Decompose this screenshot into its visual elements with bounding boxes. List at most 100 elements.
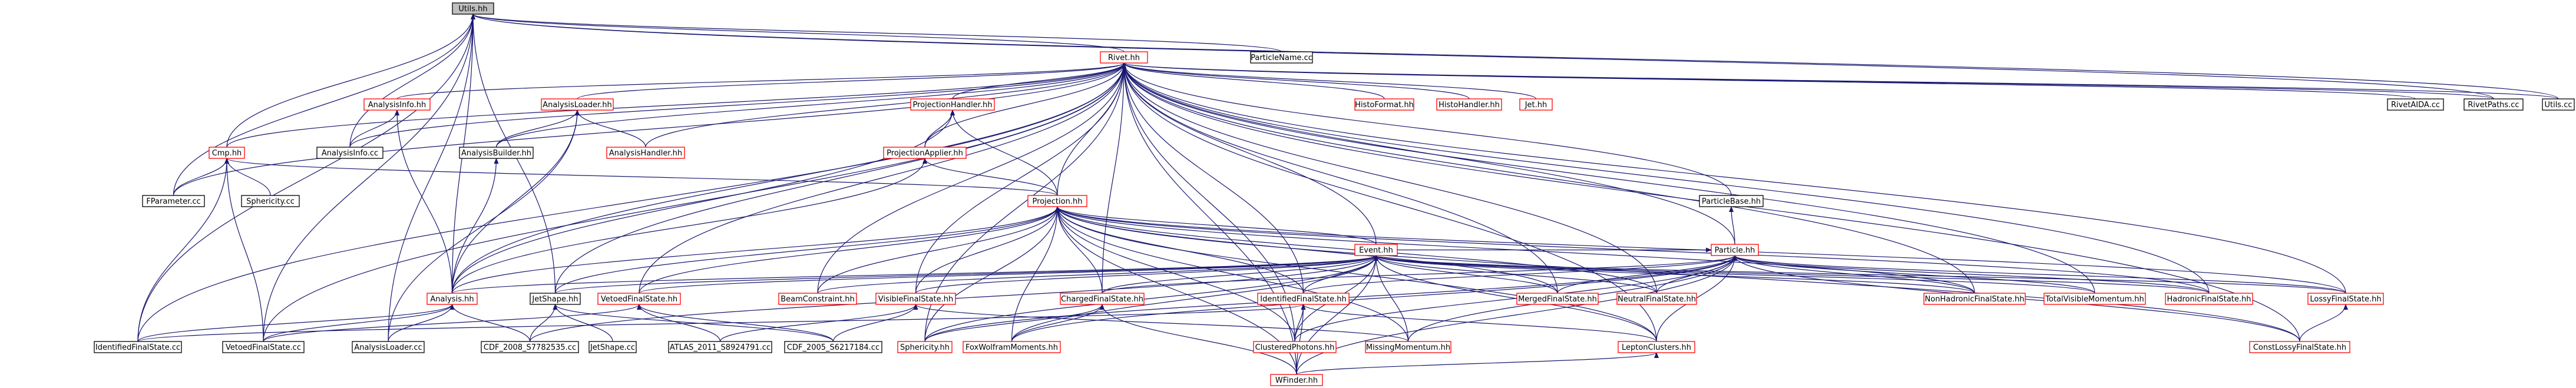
- node-cdf-2008-s7782535-cc[interactable]: CDF_2008_S7782535.cc: [481, 341, 579, 353]
- node-wfinder-hh[interactable]: WFinder.hh: [1270, 374, 1323, 386]
- node-label: ProjectionApplier.hh: [887, 149, 963, 158]
- node-histoformat-hh[interactable]: HistoFormat.hh: [1354, 98, 1414, 111]
- node-analysisinfo-cc[interactable]: AnalysisInfo.cc: [316, 147, 383, 159]
- node-sphericity-hh[interactable]: Sphericity.hh: [897, 341, 953, 353]
- node-box: [241, 195, 300, 207]
- node-box: [668, 341, 772, 353]
- node-beamconstraint-hh[interactable]: BeamConstraint.hh: [778, 293, 857, 305]
- node-particlename-cc[interactable]: ParticleName.cc: [1250, 51, 1313, 64]
- node-box: [778, 293, 857, 305]
- include-edge-analysis_hh-to-projectionapplier_hh: [451, 158, 927, 294]
- node-box: [2165, 293, 2253, 305]
- node-analysisloader-hh[interactable]: AnalysisLoader.hh: [541, 98, 614, 111]
- node-analysisloader-cc[interactable]: AnalysisLoader.cc: [352, 341, 425, 353]
- node-rivetaida-cc[interactable]: RivetAIDA.cc: [2387, 98, 2444, 111]
- node-jetshape-hh[interactable]: JetShape.hh: [530, 293, 581, 305]
- node-identifiedfinalstate-cc[interactable]: IdentifiedFinalState.cc: [94, 341, 182, 353]
- node-label: TotalVisibleMomentum.hh: [2045, 295, 2144, 304]
- include-edge-utils_cc-to-rivet_hh: [1122, 62, 2559, 100]
- node-jetshape-cc[interactable]: JetShape.cc: [588, 341, 637, 353]
- node-projection-hh[interactable]: Projection.hh: [1027, 195, 1087, 207]
- node-atlas-2011-s8924791-cc[interactable]: ATLAS_2011_S8924791.cc: [668, 341, 772, 353]
- node-box: [963, 341, 1061, 353]
- node-box: [452, 2, 494, 15]
- node-leptonclusters-hh[interactable]: LeptonClusters.hh: [1618, 341, 1695, 353]
- node-label: Cmp.hh: [212, 149, 242, 158]
- node-hadronicfinalstate-hh[interactable]: HadronicFinalState.hh: [2165, 293, 2253, 305]
- node-label: Sphericity.cc: [246, 197, 295, 206]
- include-edge-foxwolframmoments_hh-to-event_hh: [1011, 255, 1378, 342]
- node-analysishandler-hh[interactable]: AnalysisHandler.hh: [606, 147, 685, 159]
- node-chargedfinalstate-hh[interactable]: ChargedFinalState.hh: [1060, 293, 1145, 305]
- node-particlebase-hh[interactable]: ParticleBase.hh: [1699, 195, 1764, 207]
- node-analysisbuilder-hh[interactable]: AnalysisBuilder.hh: [459, 147, 534, 159]
- node-identifiedfinalstate-hh[interactable]: IdentifiedFinalState.hh: [1257, 293, 1350, 305]
- include-edge-nonhadronicfinalstate_hh-to-particle_hh: [1732, 255, 1975, 294]
- node-sphericity-cc[interactable]: Sphericity.cc: [241, 195, 300, 207]
- node-missingmomentum-hh[interactable]: MissingMomentum.hh: [1365, 341, 1451, 353]
- node-fparameter-cc[interactable]: FParameter.cc: [142, 195, 205, 207]
- node-projectionapplier-hh[interactable]: ProjectionApplier.hh: [883, 147, 967, 159]
- node-box: [2043, 293, 2146, 305]
- node-neutralfinalstate-hh[interactable]: NeutralFinalState.hh: [1616, 293, 1697, 305]
- include-edge-beamconstraint_hh-to-rivet_hh: [817, 62, 1126, 294]
- node-label: NeutralFinalState.hh: [1618, 295, 1696, 304]
- include-edge-analysisbuilder_hh-to-analysisloader_hh: [495, 110, 580, 148]
- node-constlossyfinalstate-hh[interactable]: ConstLossyFinalState.hh: [2249, 341, 2350, 353]
- node-vetoedfinalstate-cc[interactable]: VetoedFinalState.cc: [222, 341, 305, 353]
- node-projectionhandler-hh[interactable]: ProjectionHandler.hh: [910, 98, 995, 111]
- node-box: [1060, 293, 1145, 305]
- include-edge-lossyfinalstate_hh-to-event_hh: [1374, 255, 2346, 294]
- node-label: VetoedFinalState.hh: [601, 295, 677, 304]
- node-box: [352, 341, 425, 353]
- node-box: [2387, 98, 2444, 111]
- node-rivet-hh[interactable]: Rivet.hh: [1100, 51, 1148, 64]
- include-edge-analysis_hh-to-projectionhandler_hh: [451, 110, 955, 294]
- node-utils-cc[interactable]: Utils.cc: [2542, 98, 2575, 111]
- node-event-hh[interactable]: Event.hh: [1354, 244, 1398, 256]
- include-edge-cdf_2008_s7782535_cc-to-jetshape_hh: [529, 304, 558, 342]
- node-box: [1100, 51, 1148, 64]
- include-edge-projectionhandler_hh-to-rivet_hh: [952, 62, 1126, 100]
- include-edge-missingmomentum_hh-to-visiblefinalstate_hh: [913, 304, 1409, 342]
- node-histohandler-hh[interactable]: HistoHandler.hh: [1436, 98, 1502, 111]
- include-edge-chargedfinalstate_hh-to-rivet_hh: [1102, 62, 1126, 294]
- include-edge-vetoedfinalstate_hh-to-event_hh: [639, 255, 1378, 294]
- node-rivetpaths-cc[interactable]: RivetPaths.cc: [2463, 98, 2524, 111]
- node-mergedfinalstate-hh[interactable]: MergedFinalState.hh: [1516, 293, 1599, 305]
- node-visiblefinalstate-hh[interactable]: VisibleFinalState.hh: [875, 293, 956, 305]
- node-box: [606, 147, 685, 159]
- node-box: [209, 147, 245, 159]
- include-edge-histohandler_hh-to-rivet_hh: [1122, 62, 1470, 100]
- node-clusteredphotons-hh[interactable]: ClusteredPhotons.hh: [1253, 341, 1337, 353]
- include-edge-analysisloader_cc-to-utils_hh: [388, 14, 475, 342]
- node-box: [1365, 341, 1451, 353]
- node-foxwolframmoments-hh[interactable]: FoxWolframMoments.hh: [963, 341, 1061, 353]
- include-edge-identifiedfinalstate_cc-to-analysis_hh: [137, 304, 455, 342]
- node-label: FoxWolframMoments.hh: [965, 343, 1058, 352]
- include-edge-utils_cc-to-utils_hh: [471, 14, 2559, 100]
- node-box: [2542, 98, 2575, 111]
- node-cdf-2005-s6217184-cc[interactable]: CDF_2005_S6217184.cc: [784, 341, 882, 353]
- node-box: [1354, 98, 1414, 111]
- node-lossyfinalstate-hh[interactable]: LossyFinalState.hh: [2307, 293, 2384, 305]
- edge-layer: [137, 14, 2559, 375]
- node-jet-hh[interactable]: Jet.hh: [1519, 98, 1553, 111]
- node-analysis-hh[interactable]: Analysis.hh: [426, 293, 478, 305]
- node-label: ChargedFinalState.hh: [1061, 295, 1143, 304]
- node-analysisinfo-hh[interactable]: AnalysisInfo.hh: [363, 98, 431, 111]
- node-label: Particle.hh: [1715, 246, 1755, 255]
- node-particle-hh[interactable]: Particle.hh: [1711, 244, 1759, 256]
- node-label: Event.hh: [1359, 246, 1393, 255]
- node-cmp-hh[interactable]: Cmp.hh: [209, 147, 245, 159]
- include-edge-particlename_cc-to-utils_hh: [471, 14, 1282, 52]
- node-box: [1027, 195, 1087, 207]
- node-box: [1250, 51, 1313, 64]
- node-vetoedfinalstate-hh[interactable]: VetoedFinalState.hh: [597, 293, 681, 305]
- include-edge-beamconstraint_hh-to-event_hh: [817, 255, 1378, 294]
- node-label: JetShape.cc: [590, 343, 635, 352]
- include-edge-fparameter_cc-to-rivet_hh: [173, 62, 1126, 196]
- node-box: [1519, 98, 1553, 111]
- node-nonhadronicfinalstate-hh[interactable]: NonHadronicFinalState.hh: [1923, 293, 2026, 305]
- node-totalvisiblemomentum-hh[interactable]: TotalVisibleMomentum.hh: [2043, 293, 2146, 305]
